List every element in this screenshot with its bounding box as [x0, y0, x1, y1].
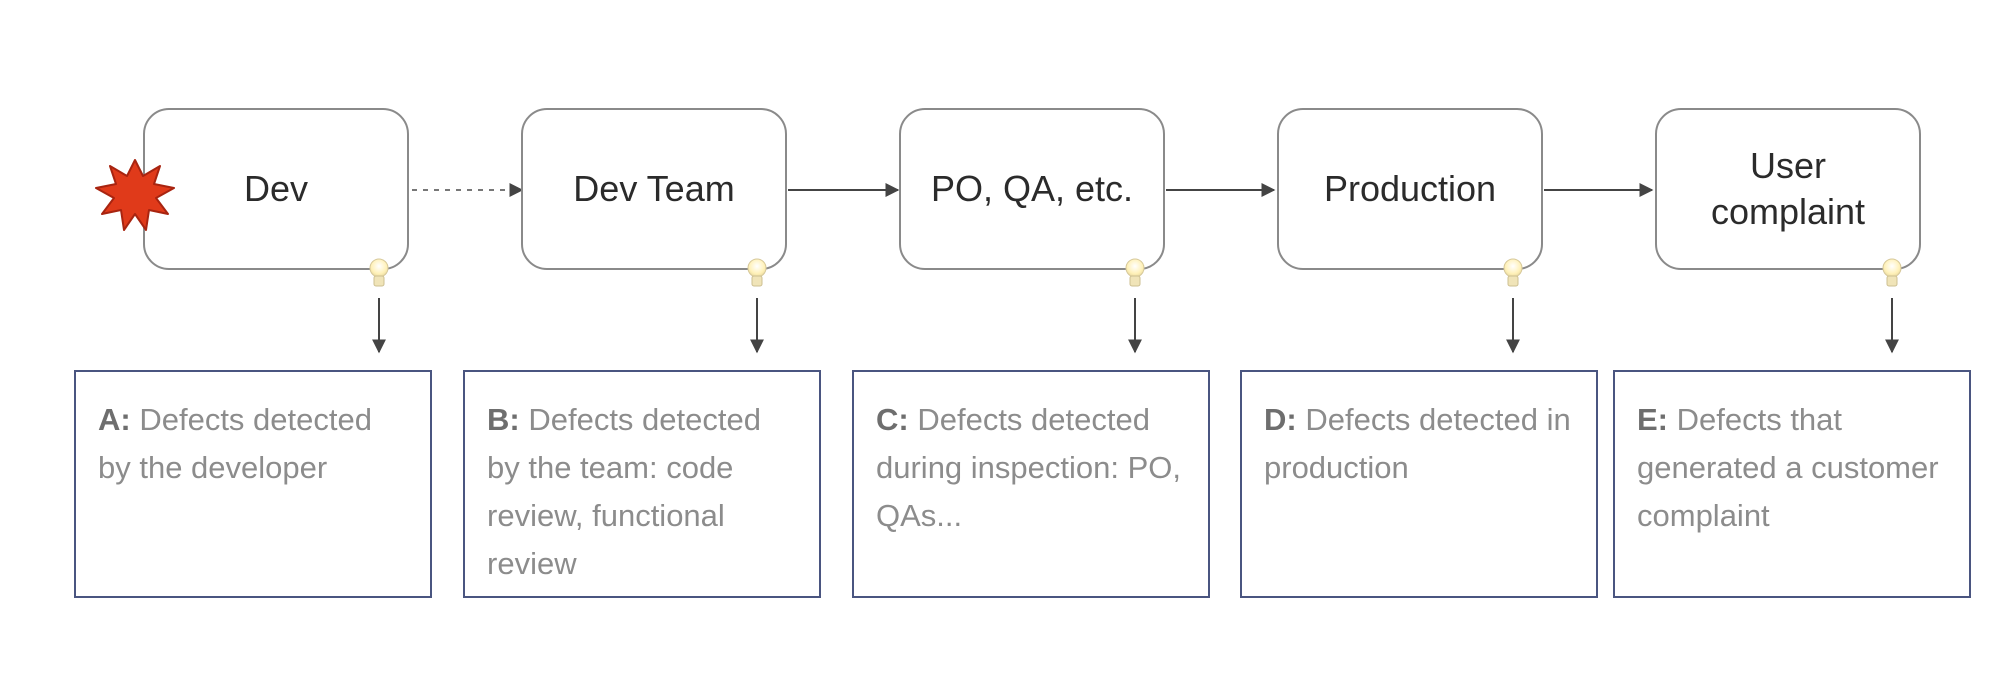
stage-po-qa: PO, QA, etc.	[899, 108, 1165, 270]
description-text: Defects detected in production	[1264, 402, 1571, 485]
description-key: E:	[1637, 402, 1668, 437]
stage-label: PO, QA, etc.	[930, 168, 1134, 209]
stage-dev: Dev	[143, 108, 409, 270]
stage-label: User complaint	[1710, 145, 1866, 232]
description-text: Defects detected by the team: code revie…	[487, 402, 761, 581]
description-c: C: Defects detected during inspection: P…	[852, 370, 1210, 598]
stage-production: Production	[1277, 108, 1543, 270]
description-text: Defects detected during inspection: PO, …	[876, 402, 1182, 533]
description-key: A:	[98, 402, 131, 437]
description-d: D: Defects detected in production	[1240, 370, 1598, 598]
description-key: B:	[487, 402, 520, 437]
description-e: E: Defects that generated a customer com…	[1613, 370, 1971, 598]
description-key: C:	[876, 402, 909, 437]
description-key: D:	[1264, 402, 1297, 437]
stage-dev-team: Dev Team	[521, 108, 787, 270]
description-text: Defects that generated a customer compla…	[1637, 402, 1939, 533]
stage-label: Dev Team	[573, 168, 735, 209]
description-a: A: Defects detected by the developer	[74, 370, 432, 598]
description-b: B: Defects detected by the team: code re…	[463, 370, 821, 598]
stage-user-complaint: User complaint	[1655, 108, 1921, 270]
description-text: Defects detected by the developer	[98, 402, 372, 485]
stage-label: Dev	[243, 168, 309, 209]
stage-label: Production	[1323, 168, 1497, 209]
